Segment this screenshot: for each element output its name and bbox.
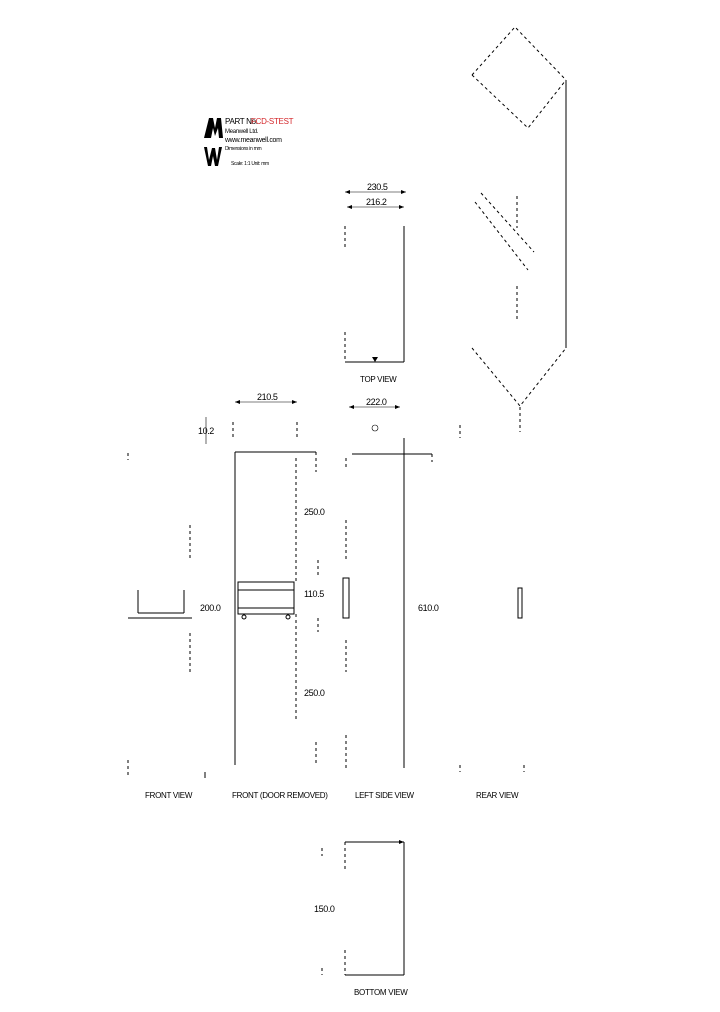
bolt-icon [241,614,247,620]
left-width-dim: 222.0 [366,397,387,407]
left-side-view-label: LEFT SIDE VIEW [355,791,415,800]
top-view: 230.5 216.2 TOP VIEW [344,182,406,384]
bolt-icon [285,614,291,620]
logo-line-3: Dimensions in mm [225,146,261,152]
front-width-dim: 210.5 [257,392,278,402]
arrow-icon [345,190,350,194]
logo-block: PART No. FCD-STEST Meanwell Ltd. www.mea… [204,117,294,167]
iso-top-edge [471,26,567,81]
part-no-label: PART No. [225,117,258,126]
left-side-view: 222.0 610.0 LEFT SIDE VIEW [342,397,461,800]
top-inner-dim: 216.2 [366,197,387,207]
door-lower-dim: 250.0 [304,688,325,698]
bottom-depth-dim: 150.0 [314,904,335,914]
arrow-icon [395,405,400,409]
front-door-removed-view: 210.5 10.2 250.0 110.5 250.0 FRONT (DOOR… [198,392,329,800]
front-depth-dim: 10.2 [198,426,214,436]
rear-view-label: REAR VIEW [476,791,519,800]
logo-line-2: www.meanwell.com [224,137,282,144]
iso-lid-edge [471,74,567,129]
arrow-icon [349,405,354,409]
left-height-dim: 610.0 [418,603,439,613]
part-no-value: FCD-STEST [251,117,294,126]
rear-view: REAR VIEW [459,587,525,800]
left-handle [342,577,350,619]
arrow-icon [235,400,240,404]
center-mark-icon [371,424,379,432]
logo-line-4: Scale: 1:1 Unit: mm [231,161,269,167]
isometric-view [471,26,567,432]
iso-bottom-edge [471,347,567,407]
door-mid-dim: 110.5 [304,589,324,599]
bottom-view: 150.0 BOTTOM VIEW [314,840,408,997]
front-side-dim: 200.0 [200,603,221,613]
mid-panel [237,581,295,615]
front-view: 200.0 FRONT VIEW [127,453,221,800]
iso-diagonal [480,192,535,253]
door-upper-dim: 250.0 [304,507,325,517]
top-outer-dim: 230.5 [367,182,388,192]
arrow-icon [401,190,406,194]
logo-mark-icon [204,118,223,166]
arrow-icon [399,205,404,209]
arrow-icon [399,840,404,844]
front-door-view-label: FRONT (DOOR REMOVED) [232,791,328,800]
rear-latch [517,587,523,619]
arrow-icon [372,357,378,362]
front-view-label: FRONT VIEW [145,791,193,800]
top-view-label: TOP VIEW [360,375,397,384]
logo-line-1: Meanwell Ltd. [225,129,259,135]
arrow-icon [347,205,352,209]
iso-diagonal [474,201,529,271]
bottom-view-label: BOTTOM VIEW [354,988,408,997]
arrow-icon [292,400,297,404]
